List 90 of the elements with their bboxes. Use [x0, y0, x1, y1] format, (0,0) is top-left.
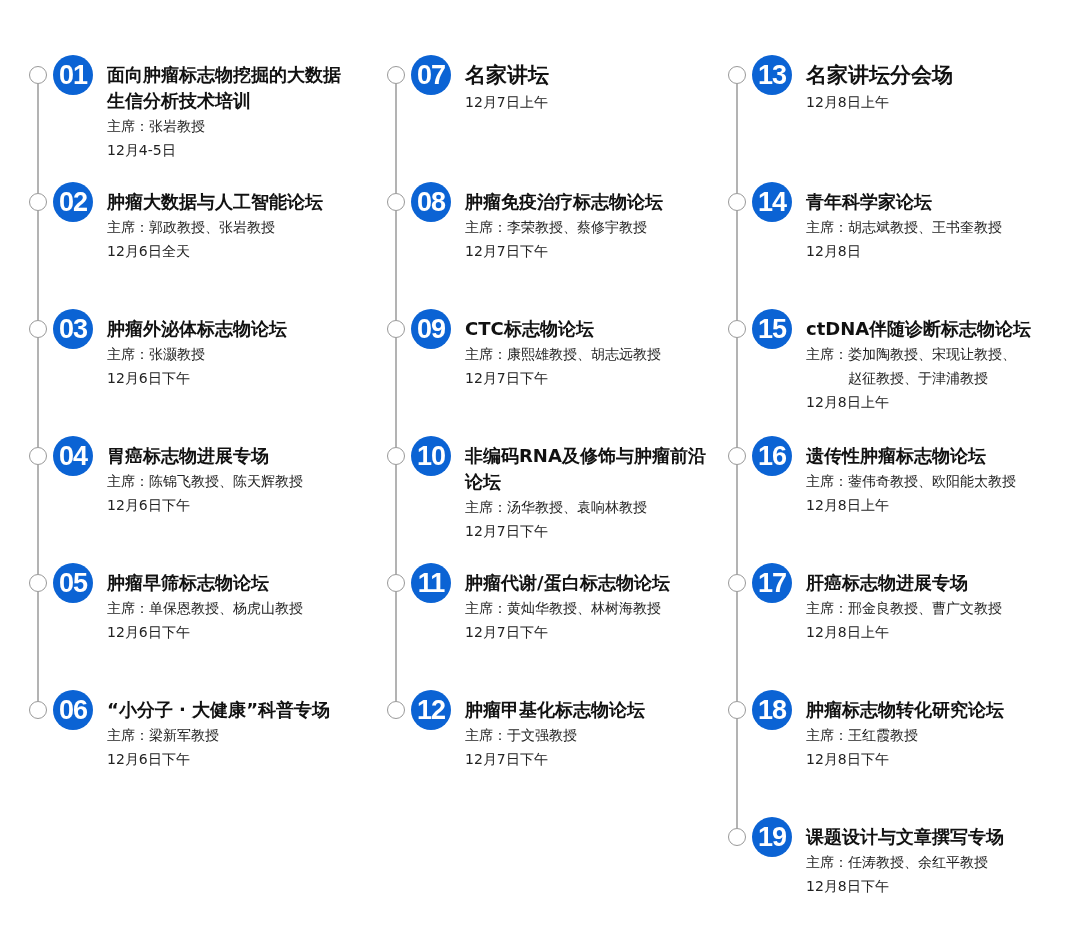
timeline-line [37, 337, 39, 448]
session-chair: 主席：于文强教授 [465, 726, 578, 745]
session-chair: 主席：张灏教授 [107, 345, 206, 364]
timeline-line [395, 210, 397, 321]
number-badge: 12 [411, 690, 451, 730]
session-date: 12月7日下午 [465, 522, 549, 541]
number-badge: 10 [411, 436, 451, 476]
timeline-line [395, 337, 397, 448]
session-date: 12月8日下午 [806, 877, 890, 896]
session-date: 12月8日下午 [806, 750, 890, 769]
session-chair: 主席：娄加陶教授、宋现让教授、赵征教授、于津浦教授 [806, 345, 1017, 388]
session-date: 12月8日上午 [806, 93, 890, 112]
number-badge: 14 [752, 182, 792, 222]
timeline-line [37, 591, 39, 702]
session-title: 肿瘤大数据与人工智能论坛 [107, 190, 324, 214]
session-title: 面向肿瘤标志物挖掘的大数据生信分析技术培训 [107, 63, 342, 113]
session-title: 肿瘤外泌体标志物论坛 [107, 317, 288, 341]
number-badge: 02 [53, 182, 93, 222]
session-chair: 主席：黄灿华教授、林树海教授 [465, 599, 662, 618]
session-date: 12月7日下午 [465, 623, 549, 642]
session-title: 肿瘤甲基化标志物论坛 [465, 698, 646, 722]
session-chair: 主席：张岩教授 [107, 117, 206, 136]
session-title: CTC标志物论坛 [465, 317, 595, 341]
session-chair: 主席：康熙雄教授、胡志远教授 [465, 345, 662, 364]
session-date: 12月7日下午 [465, 369, 549, 388]
session-title: 肿瘤早筛标志物论坛 [107, 571, 270, 595]
session-title: 肿瘤代谢/蛋白标志物论坛 [465, 571, 671, 595]
session-date: 12月6日下午 [107, 623, 191, 642]
session-date: 12月6日下午 [107, 369, 191, 388]
session-title: 课题设计与文章撰写专场 [806, 825, 1005, 849]
timeline-line [736, 464, 738, 575]
session-chair: 主席：邢金良教授、曹广文教授 [806, 599, 1003, 618]
timeline-line [736, 591, 738, 702]
timeline-line [736, 337, 738, 448]
session-title: 非编码RNA及修饰与肿瘤前沿论坛 [465, 444, 707, 494]
session-title: 肿瘤标志物转化研究论坛 [806, 698, 1005, 722]
session-date: 12月8日上午 [806, 496, 890, 515]
session-title: 遗传性肿瘤标志物论坛 [806, 444, 987, 468]
number-badge: 18 [752, 690, 792, 730]
session-title: 胃癌标志物进展专场 [107, 444, 270, 468]
number-badge: 11 [411, 563, 451, 603]
session-chair: 主席：梁新军教授 [107, 726, 220, 745]
session-chair: 主席：蓥伟奇教授、欧阳能太教授 [806, 472, 1017, 491]
session-title: ctDNA伴随诊断标志物论坛 [806, 317, 1033, 341]
session-date: 12月7日上午 [465, 93, 549, 112]
timeline-line [395, 83, 397, 194]
session-chair: 主席：单保恩教授、杨虎山教授 [107, 599, 304, 618]
timeline-line [736, 83, 738, 194]
number-badge: 01 [53, 55, 93, 95]
session-title: 名家讲坛 [465, 62, 550, 89]
number-badge: 13 [752, 55, 792, 95]
session-date: 12月6日全天 [107, 242, 191, 261]
session-date: 12月6日下午 [107, 496, 191, 515]
timeline-line [395, 591, 397, 702]
number-badge: 19 [752, 817, 792, 857]
number-badge: 04 [53, 436, 93, 476]
session-chair: 主席：李荣教授、蔡修宇教授 [465, 218, 648, 237]
number-badge: 17 [752, 563, 792, 603]
session-date: 12月7日下午 [465, 242, 549, 261]
session-chair: 主席：陈锦飞教授、陈天辉教授 [107, 472, 304, 491]
session-chair: 主席：汤华教授、袁响林教授 [465, 498, 648, 517]
session-date: 12月8日上午 [806, 393, 890, 412]
session-date: 12月4-5日 [107, 141, 177, 160]
timeline-line [37, 210, 39, 321]
session-chair: 主席：郭政教授、张岩教授 [107, 218, 276, 237]
timeline-line [395, 464, 397, 575]
session-date: 12月7日下午 [465, 750, 549, 769]
number-badge: 16 [752, 436, 792, 476]
number-badge: 09 [411, 309, 451, 349]
timeline-line [736, 210, 738, 321]
number-badge: 06 [53, 690, 93, 730]
session-title: 青年科学家论坛 [806, 190, 933, 214]
session-title: 肝癌标志物进展专场 [806, 571, 969, 595]
number-badge: 07 [411, 55, 451, 95]
number-badge: 15 [752, 309, 792, 349]
timeline-line [37, 83, 39, 194]
number-badge: 05 [53, 563, 93, 603]
timeline-line [37, 464, 39, 575]
session-date: 12月6日下午 [107, 750, 191, 769]
number-badge: 03 [53, 309, 93, 349]
number-badge: 08 [411, 182, 451, 222]
session-chair: 主席：胡志斌教授、王书奎教授 [806, 218, 1003, 237]
session-title: 肿瘤免疫治疗标志物论坛 [465, 190, 664, 214]
session-date: 12月8日上午 [806, 623, 890, 642]
session-chair: 主席：王红霞教授 [806, 726, 919, 745]
session-date: 12月8日 [806, 242, 862, 261]
session-chair: 主席：任涛教授、余红平教授 [806, 853, 989, 872]
session-title: 名家讲坛分会场 [806, 62, 954, 89]
timeline-line [736, 718, 738, 829]
session-title: “小分子 · 大健康”科普专场 [107, 698, 332, 722]
